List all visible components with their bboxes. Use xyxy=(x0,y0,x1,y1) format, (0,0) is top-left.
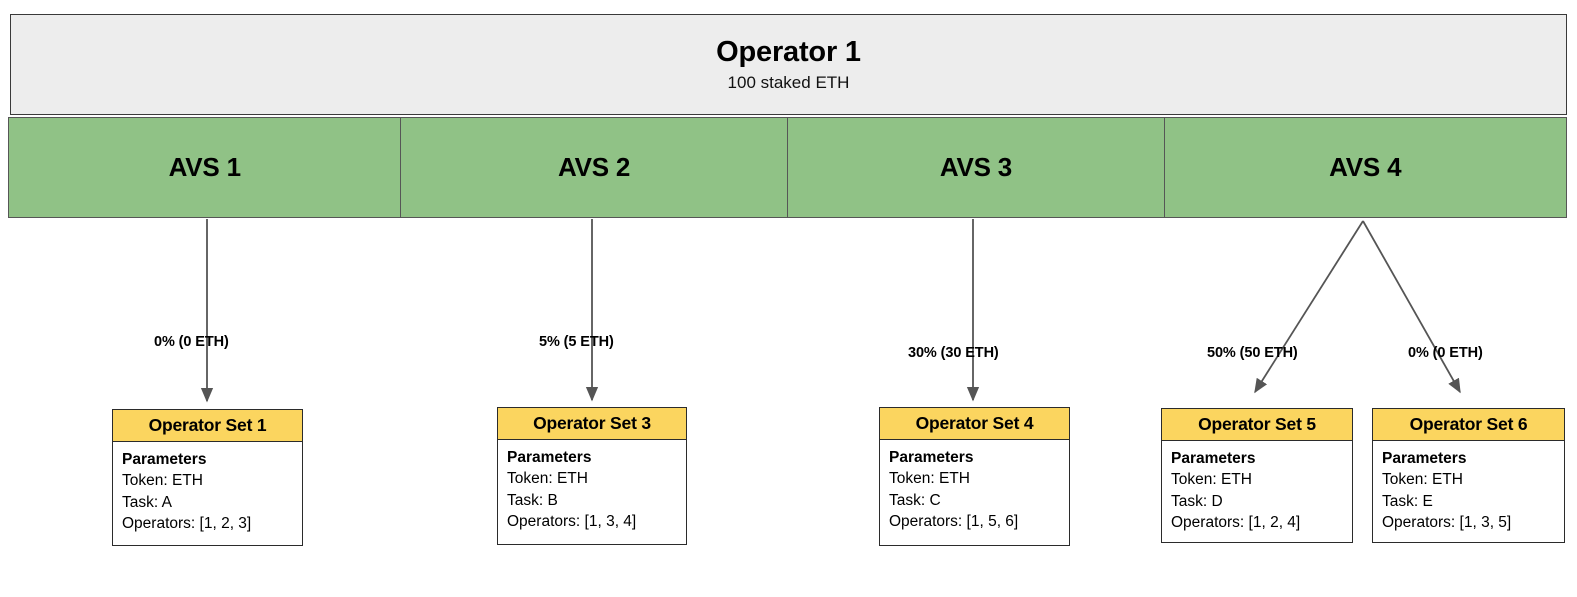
operator-set-card-5-token: Token: ETH xyxy=(1171,471,1252,489)
operator-set-card-3-header: Operator Set 3 xyxy=(498,408,686,440)
edge-label-avs4-opset6: 0% (0 ETH) xyxy=(1408,345,1483,361)
avs-cell-4[interactable]: AVS 4 xyxy=(1163,117,1567,218)
operator-set-card-3-title: Operator Set 3 xyxy=(533,413,651,433)
operator-set-card-5[interactable]: Operator Set 5 Parameters Token: ETH Tas… xyxy=(1161,408,1353,543)
operator-set-card-5-params-title: Parameters xyxy=(1171,450,1256,467)
avs-label-1: AVS 1 xyxy=(168,152,241,182)
operator-set-card-6-token: Token: ETH xyxy=(1382,471,1463,489)
avs-label-4: AVS 4 xyxy=(1329,152,1402,182)
operator-set-card-1-title: Operator Set 1 xyxy=(148,415,267,435)
operator-set-card-4-body: Parameters Token: ETH Task: C Operators:… xyxy=(880,440,1069,545)
edge-label-avs2-opset3: 5% (5 ETH) xyxy=(539,334,614,350)
operator-set-card-1[interactable]: Operator Set 1 Parameters Token: ETH Tas… xyxy=(112,409,303,546)
operator-set-card-6-body: Parameters Token: ETH Task: E Operators:… xyxy=(1373,441,1564,542)
operator-set-card-1-header: Operator Set 1 xyxy=(113,410,302,442)
edge-label-avs1-opset1: 0% (0 ETH) xyxy=(154,334,229,350)
operator-set-card-4[interactable]: Operator Set 4 Parameters Token: ETH Tas… xyxy=(879,407,1070,546)
operator-set-card-6-params-title: Parameters xyxy=(1382,450,1467,467)
operator-stake: 100 staked ETH xyxy=(727,72,850,92)
operator-set-card-3-body: Parameters Token: ETH Task: B Operators:… xyxy=(498,440,686,544)
edge-avs4-opset5 xyxy=(1254,220,1364,394)
edge-avs4-opset6 xyxy=(1362,220,1461,394)
operator-set-card-6-title: Operator Set 6 xyxy=(1409,414,1528,434)
operator-set-card-1-params-title: Parameters xyxy=(122,451,207,468)
operator-set-card-3-params-title: Parameters xyxy=(507,449,592,466)
operator-set-card-1-operators: Operators: [1, 2, 3] xyxy=(122,515,252,533)
operator-set-card-5-body: Parameters Token: ETH Task: D Operators:… xyxy=(1162,441,1352,542)
operator-set-card-6-task: Task: E xyxy=(1382,492,1433,510)
operator-set-card-4-task: Task: C xyxy=(889,491,941,509)
operator-set-card-4-token: Token: ETH xyxy=(889,470,970,488)
operator-name: Operator 1 xyxy=(716,36,861,69)
avs-label-3: AVS 3 xyxy=(939,152,1013,182)
operator-set-card-4-params-title: Parameters xyxy=(889,449,974,466)
operator-set-card-3-operators: Operators: [1, 3, 4] xyxy=(507,513,637,531)
edge-label-avs3-opset4: 30% (30 ETH) xyxy=(908,345,999,361)
edge-label-avs4-opset5: 50% (50 ETH) xyxy=(1207,345,1298,361)
operator-set-card-6-operators: Operators: [1, 3, 5] xyxy=(1382,514,1512,532)
operator-set-card-3-task: Task: B xyxy=(507,491,558,509)
avs-cell-2[interactable]: AVS 2 xyxy=(399,117,789,218)
operator-set-card-1-task: Task: A xyxy=(122,493,172,511)
operator-set-card-1-token: Token: ETH xyxy=(122,472,203,490)
operator-set-card-6-header: Operator Set 6 xyxy=(1373,409,1564,441)
operator-set-card-4-operators: Operators: [1, 5, 6] xyxy=(889,513,1019,531)
operator-set-card-5-title: Operator Set 5 xyxy=(1198,414,1316,434)
operator-header-box: Operator 1 100 staked ETH xyxy=(10,14,1567,115)
avs-label-2: AVS 2 xyxy=(557,152,631,182)
avs-cell-3[interactable]: AVS 3 xyxy=(786,117,1166,218)
avs-row: AVS 1 AVS 2 AVS 3 AVS 4 xyxy=(8,117,1567,218)
operator-set-card-5-operators: Operators: [1, 2, 4] xyxy=(1171,514,1301,532)
operator-set-card-1-body: Parameters Token: ETH Task: A Operators:… xyxy=(113,442,302,545)
operator-set-card-6[interactable]: Operator Set 6 Parameters Token: ETH Tas… xyxy=(1372,408,1565,543)
operator-set-card-3-token: Token: ETH xyxy=(507,470,588,488)
operator-set-card-3[interactable]: Operator Set 3 Parameters Token: ETH Tas… xyxy=(497,407,687,545)
avs-cell-1[interactable]: AVS 1 xyxy=(8,117,402,218)
operator-set-card-4-title: Operator Set 4 xyxy=(915,413,1034,433)
operator-set-card-5-task: Task: D xyxy=(1171,492,1223,510)
operator-set-card-4-header: Operator Set 4 xyxy=(880,408,1069,440)
operator-set-card-5-header: Operator Set 5 xyxy=(1162,409,1352,441)
